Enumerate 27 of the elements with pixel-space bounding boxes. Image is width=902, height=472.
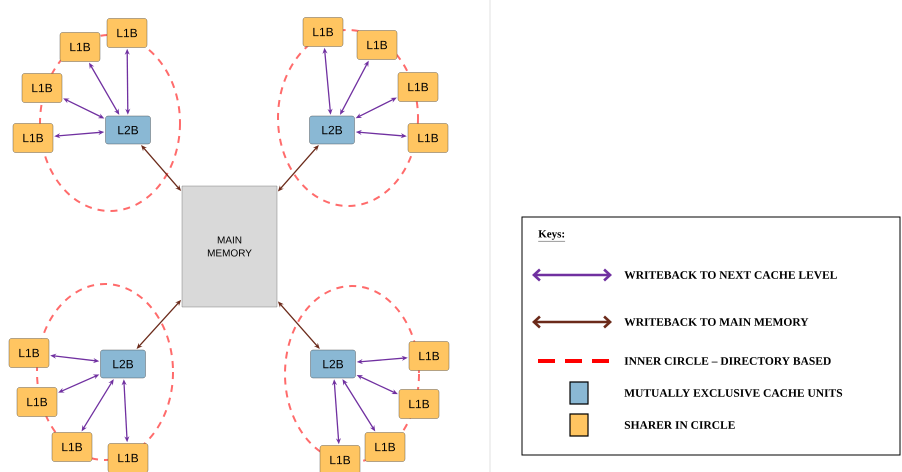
cache-box: L1B	[398, 72, 438, 102]
cache-box: L1B	[52, 432, 92, 462]
cache-box: L1B	[108, 443, 148, 472]
cache-box: L1B	[60, 32, 100, 62]
cache-box: L1B	[408, 123, 448, 153]
cache-box: L1B	[398, 389, 440, 419]
cache-box: L1B	[22, 73, 62, 103]
cache-box: L2B	[309, 116, 355, 144]
memory-box: MAIN MEMORY	[182, 186, 278, 308]
cache-box: L2B	[310, 350, 356, 378]
cache-box: L1B	[106, 18, 148, 48]
cache-box: L1B	[408, 341, 450, 371]
legend-title: Keys:	[538, 230, 566, 242]
cache-box: L1B	[320, 445, 360, 472]
legend-text: MUTUALLY EXCLUSIVE CACHE UNITS	[624, 389, 842, 397]
cache-box: L1B	[302, 17, 344, 47]
legend-text: WRITEBACK TO NEXT CACHE LEVEL	[624, 271, 837, 279]
cache-box: L1B	[364, 432, 406, 462]
legend-text: SHARER IN CIRCLE	[624, 421, 735, 429]
cache-box: L2B	[100, 350, 146, 378]
cache-box: L1B	[8, 338, 50, 368]
cache-box: L2B	[105, 116, 151, 144]
legend-text: INNER CIRCLE – DIRECTORY BASED	[624, 357, 831, 365]
cache-box: L1B	[356, 30, 398, 60]
legend-text: WRITEBACK TO MAIN MEMORY	[624, 318, 808, 326]
cache-box: L1B	[16, 387, 58, 417]
cache-box: L1B	[12, 123, 54, 153]
